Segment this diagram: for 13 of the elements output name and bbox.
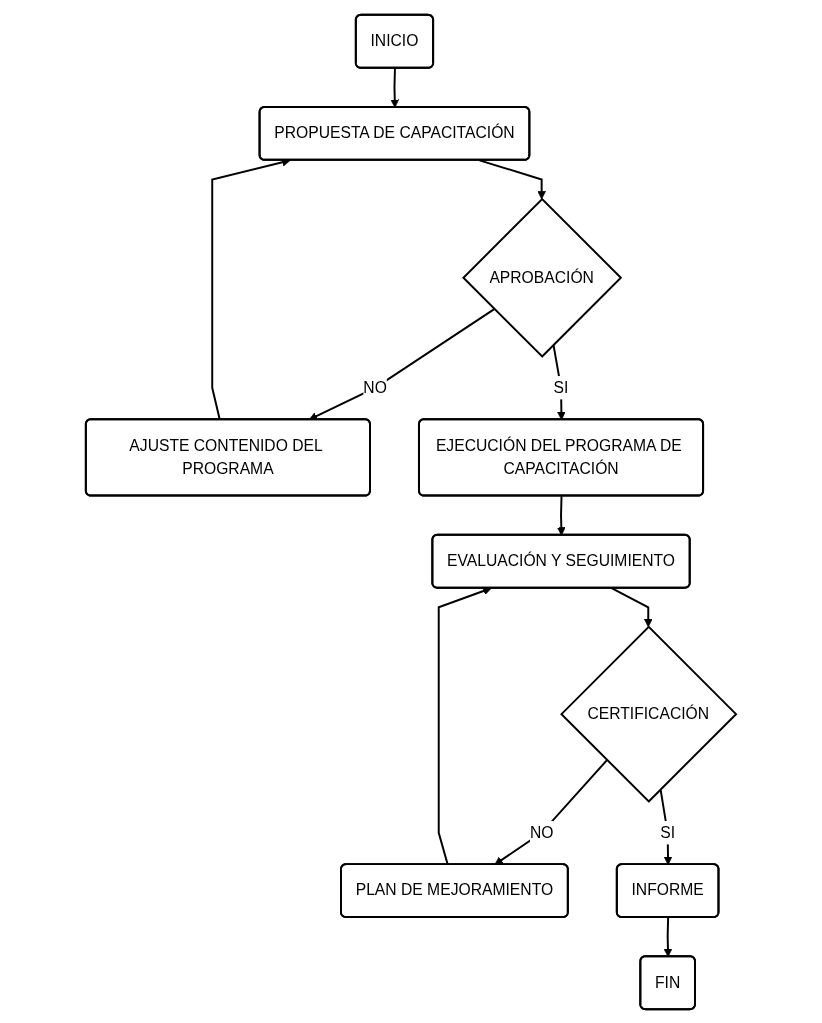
- arrow: [494, 758, 608, 865]
- arrow: [663, 916, 673, 957]
- arrow: [478, 158, 546, 199]
- arrow: [308, 307, 496, 420]
- node-diamond: CERTIFICACIÓN: [560, 625, 738, 803]
- arrow: [390, 66, 400, 108]
- edge-label: SI: [553, 378, 569, 396]
- node-diamond: APROBACIÓN: [462, 197, 623, 358]
- edge-label: NO: [529, 823, 554, 841]
- arrow: [557, 494, 566, 536]
- edge-label: SI: [660, 823, 676, 841]
- arrow: [610, 586, 653, 627]
- edge-label: NO: [363, 378, 387, 396]
